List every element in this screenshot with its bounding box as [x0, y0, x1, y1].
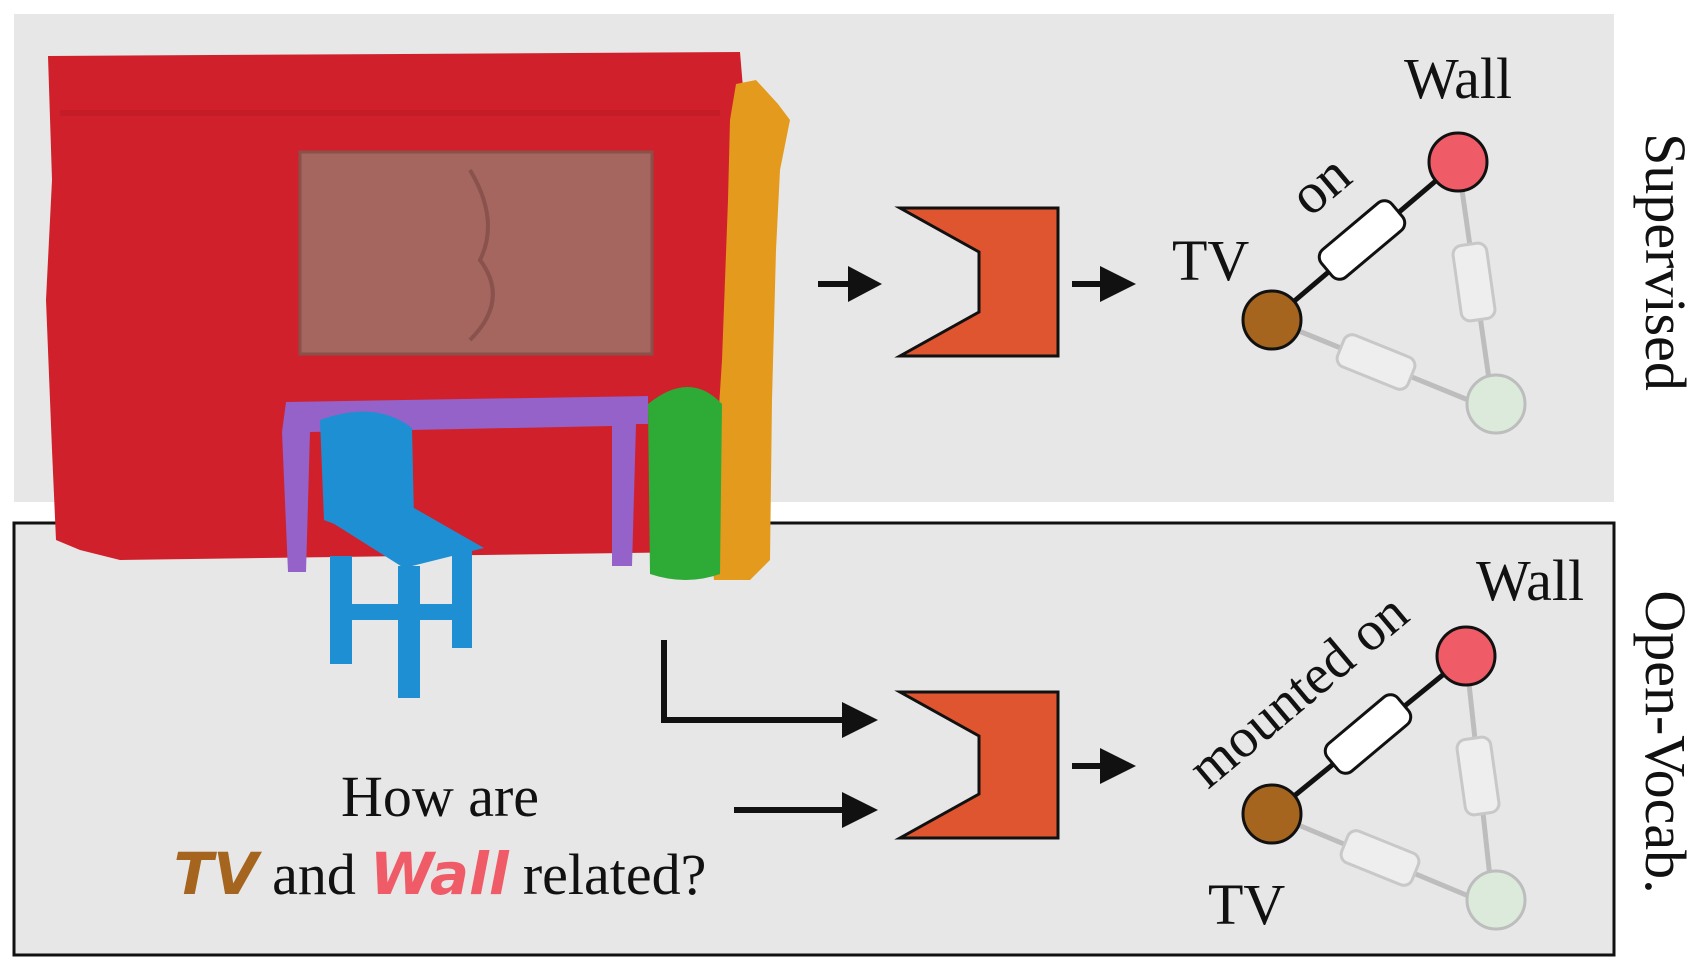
open-vocab-side-label: Open-Vocab. [1633, 590, 1698, 893]
query-obj-tv: TV [174, 840, 263, 908]
scene-point-cloud [46, 52, 790, 698]
open-vocab-graph [1241, 625, 1527, 931]
supervised-arrow-out [1072, 266, 1136, 302]
faded-edge-box [1339, 829, 1421, 887]
supervised-tv-node [1241, 289, 1303, 351]
supervised-arrow-in [818, 266, 882, 302]
open-vocab-tv-node [1241, 783, 1303, 845]
query-and: and [272, 842, 356, 907]
open-vocab-tv-label: TV [1208, 872, 1285, 937]
scene-table [282, 396, 648, 572]
faded-edge-box [1455, 735, 1501, 817]
scene-bin [648, 387, 722, 580]
query-tail: related? [523, 842, 707, 907]
supervised-network-icon [894, 206, 1060, 358]
query-obj-wall: Wall [370, 840, 510, 908]
supervised-wall-label: Wall [1404, 46, 1512, 111]
open-vocab-text-arrowhead [842, 792, 878, 828]
open-vocab-scene-arrowhead [842, 702, 878, 738]
open-vocab-arrow-out [1072, 748, 1136, 784]
scene-tv-texture [468, 168, 495, 342]
scene-door-frame [710, 80, 790, 580]
supervised-edge-box [1317, 199, 1407, 281]
supervised-wall-node [1427, 131, 1489, 193]
supervised-tv-label: TV [1172, 228, 1249, 293]
scene-chair [320, 411, 484, 698]
scene-tv [298, 150, 654, 356]
open-vocab-scene-arrow [661, 640, 852, 723]
faded-edge-box [1335, 333, 1417, 391]
open-vocab-wall-node [1435, 625, 1497, 687]
supervised-side-label: Supervised [1633, 133, 1698, 391]
query-line-1: How are [341, 764, 539, 829]
supervised-graph [1241, 131, 1527, 435]
supervised-other-node [1465, 373, 1527, 435]
open-vocab-other-node [1465, 869, 1527, 931]
faded-edge-box [1451, 241, 1497, 323]
scene-wall-shade [60, 110, 720, 116]
open-vocab-wall-label: Wall [1476, 548, 1584, 613]
open-vocab-network-icon [894, 690, 1060, 840]
open-vocab-edge-box [1323, 693, 1413, 775]
